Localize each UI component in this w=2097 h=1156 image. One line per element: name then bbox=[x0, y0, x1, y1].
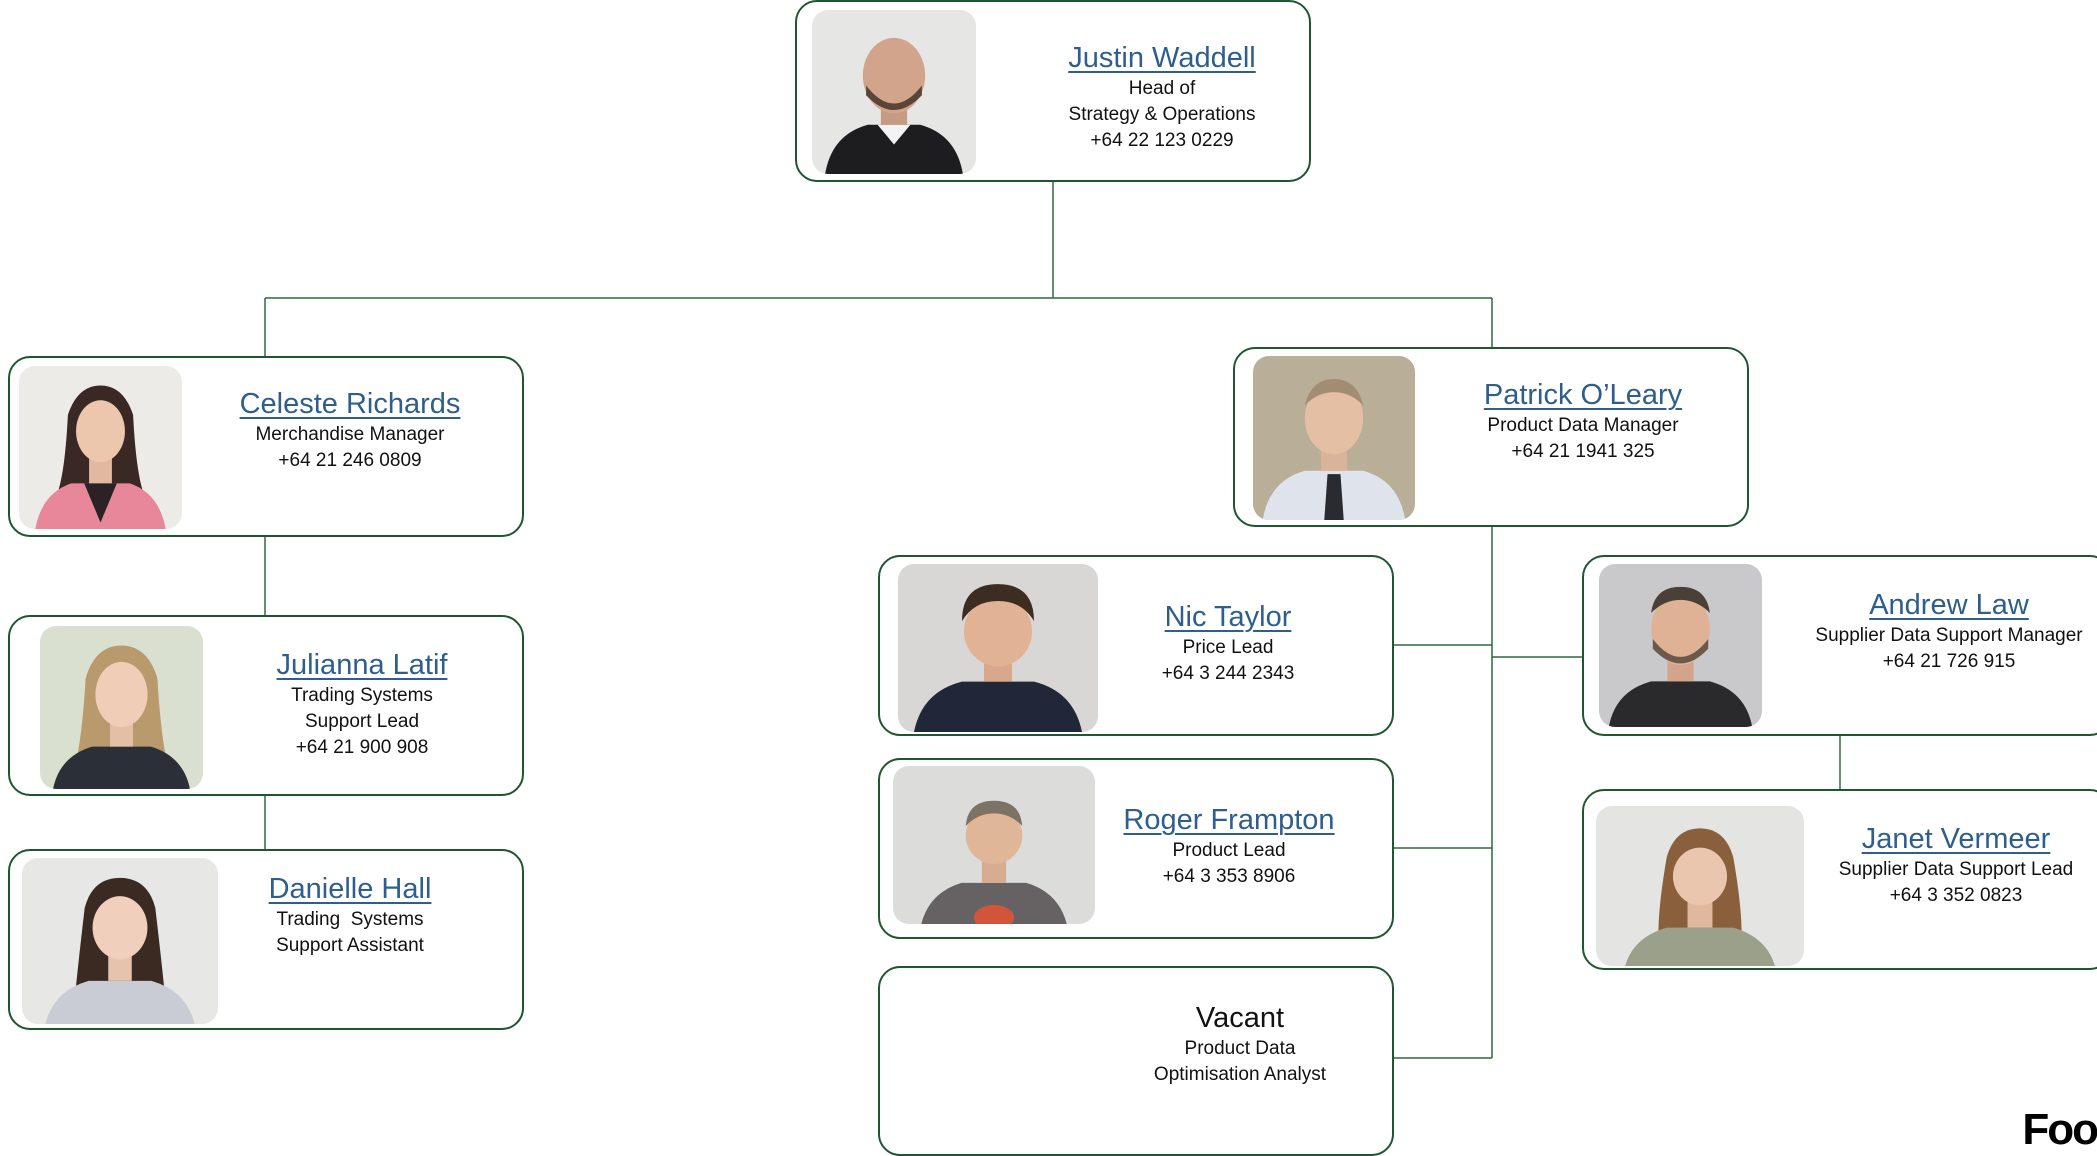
info-justin-waddell: Justin Waddell Head of Strategy & Operat… bbox=[1017, 40, 1307, 154]
job-title-line: Head of bbox=[1128, 78, 1196, 99]
photo-janet-vermeer bbox=[1596, 806, 1804, 966]
name-link[interactable]: Nic Taylor bbox=[1164, 601, 1292, 633]
phone-number: +64 21 246 0809 bbox=[278, 450, 422, 471]
photo-celeste-richards bbox=[19, 366, 182, 529]
job-title-line: Trading Systems bbox=[276, 909, 424, 930]
job-title-line: Supplier Data Support Manager bbox=[1815, 625, 2083, 646]
job-title-line: Product Data bbox=[1184, 1038, 1296, 1059]
phone-number: +64 22 123 0229 bbox=[1090, 130, 1234, 151]
company-logo-fragment: Foo bbox=[2022, 1110, 2097, 1146]
name-link[interactable]: Julianna Latif bbox=[276, 649, 448, 681]
person-card-andrew-law: Andrew Law Supplier Data Support Manager… bbox=[1582, 555, 2097, 736]
info-janet-vermeer: Janet Vermeer Supplier Data Support Lead… bbox=[1812, 821, 2097, 909]
name-link[interactable]: Roger Frampton bbox=[1123, 804, 1335, 836]
job-title-line: Merchandise Manager bbox=[255, 424, 445, 445]
info-nic-taylor: Nic Taylor Price Lead +64 3 244 2343 bbox=[1098, 599, 1358, 687]
person-card-vacant: Vacant Product Data Optimisation Analyst bbox=[878, 966, 1394, 1156]
photo-roger-frampton bbox=[893, 766, 1095, 924]
photo-julianna-latif bbox=[40, 626, 203, 789]
photo-justin-waddell bbox=[812, 10, 976, 174]
phone-number: +64 3 352 0823 bbox=[1889, 885, 2023, 906]
phone-number: +64 21 726 915 bbox=[1882, 651, 2016, 672]
name-link[interactable]: Celeste Richards bbox=[239, 388, 461, 420]
person-card-patrick-oleary: Patrick O’Leary Product Data Manager +64… bbox=[1233, 347, 1749, 527]
info-danielle-hall: Danielle Hall Trading Systems Support As… bbox=[220, 871, 480, 959]
job-title-line: Support Lead bbox=[304, 711, 420, 732]
job-title-line: Trading Systems bbox=[291, 685, 433, 706]
info-andrew-law: Andrew Law Supplier Data Support Manager… bbox=[1804, 587, 2094, 675]
info-celeste-richards: Celeste Richards Merchandise Manager +64… bbox=[220, 386, 480, 474]
person-card-julianna-latif: Julianna Latif Trading Systems Support L… bbox=[8, 615, 524, 796]
name-link[interactable]: Andrew Law bbox=[1869, 589, 2029, 621]
person-card-roger-frampton: Roger Frampton Product Lead +64 3 353 89… bbox=[878, 758, 1394, 939]
phone-number: +64 21 900 908 bbox=[295, 737, 429, 758]
name-link[interactable]: Justin Waddell bbox=[1068, 42, 1256, 74]
job-title-line: Supplier Data Support Lead bbox=[1838, 859, 2074, 880]
info-roger-frampton: Roger Frampton Product Lead +64 3 353 89… bbox=[1098, 802, 1360, 890]
job-title-line: Strategy & Operations bbox=[1068, 104, 1256, 125]
job-title-line: Price Lead bbox=[1182, 637, 1274, 658]
name-link[interactable]: Danielle Hall bbox=[268, 873, 432, 905]
person-card-danielle-hall: Danielle Hall Trading Systems Support As… bbox=[8, 849, 524, 1030]
photo-patrick-oleary bbox=[1253, 356, 1415, 520]
info-vacant: Vacant Product Data Optimisation Analyst bbox=[1110, 1000, 1370, 1088]
person-card-celeste-richards: Celeste Richards Merchandise Manager +64… bbox=[8, 356, 524, 537]
job-title-line: Optimisation Analyst bbox=[1153, 1064, 1327, 1085]
person-card-janet-vermeer: Janet Vermeer Supplier Data Support Lead… bbox=[1582, 789, 2097, 970]
photo-andrew-law bbox=[1599, 564, 1762, 727]
photo-danielle-hall bbox=[22, 858, 218, 1024]
phone-number: +64 3 353 8906 bbox=[1162, 866, 1296, 887]
job-title-line: Product Data Manager bbox=[1487, 415, 1679, 436]
job-title-line: Product Lead bbox=[1172, 840, 1286, 861]
photo-nic-taylor bbox=[898, 564, 1098, 732]
phone-number: +64 21 1941 325 bbox=[1511, 441, 1655, 462]
name-link[interactable]: Patrick O’Leary bbox=[1483, 379, 1683, 411]
person-card-nic-taylor: Nic Taylor Price Lead +64 3 244 2343 bbox=[878, 555, 1394, 736]
person-card-justin-waddell: Justin Waddell Head of Strategy & Operat… bbox=[795, 0, 1311, 182]
name-link[interactable]: Janet Vermeer bbox=[1861, 823, 2051, 855]
phone-number: +64 3 244 2343 bbox=[1161, 663, 1295, 684]
info-patrick-oleary: Patrick O’Leary Product Data Manager +64… bbox=[1453, 377, 1713, 465]
vacant-label: Vacant bbox=[1195, 1002, 1285, 1034]
job-title-line: Support Assistant bbox=[276, 935, 424, 956]
info-julianna-latif: Julianna Latif Trading Systems Support L… bbox=[232, 647, 492, 761]
